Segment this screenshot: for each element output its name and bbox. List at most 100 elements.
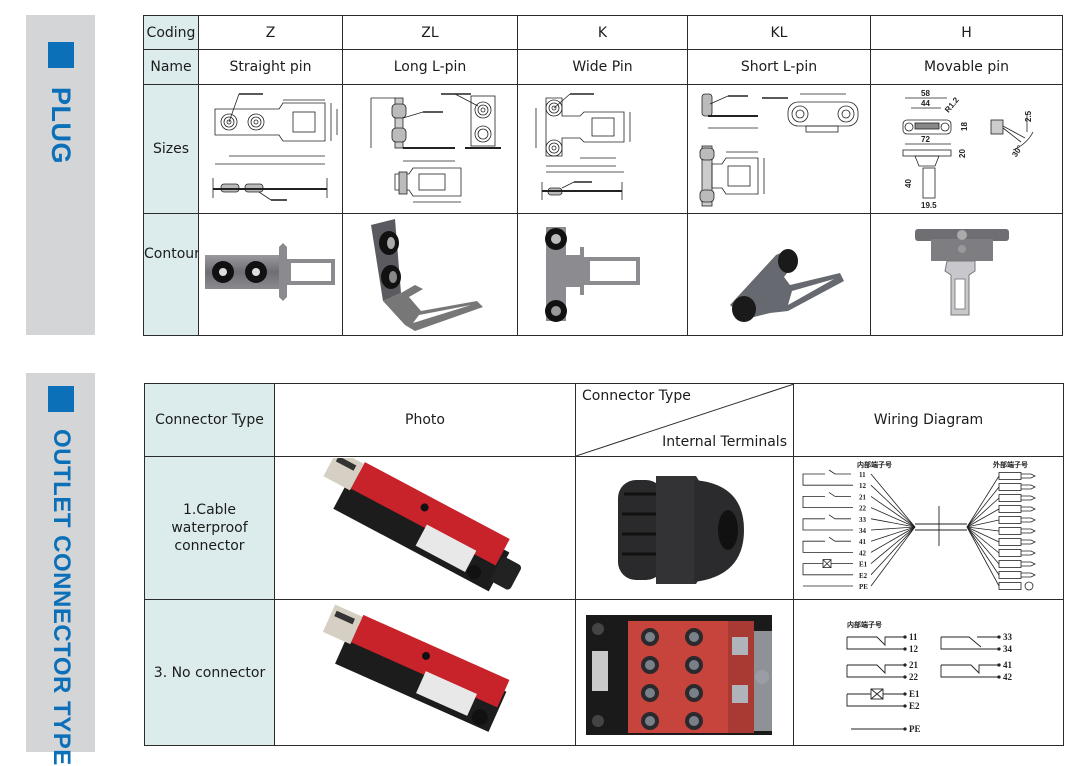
terminal-dot bbox=[902, 647, 907, 651]
name-cell: Movable pin bbox=[870, 49, 1063, 85]
external-terminal-icon bbox=[998, 527, 1021, 535]
outlet-connector-table: Connector Type Photo Connector Type Inte… bbox=[144, 383, 1064, 746]
solenoid-cross bbox=[822, 559, 831, 568]
cable-wire bbox=[870, 496, 915, 528]
pin-icon bbox=[1020, 506, 1036, 512]
row-label-name: Name bbox=[143, 49, 199, 85]
terminal-label: 21 bbox=[909, 660, 919, 670]
internal-terminal-header: 内部端子号 bbox=[847, 620, 882, 629]
cable-wire bbox=[870, 484, 915, 528]
terminal-dot bbox=[996, 635, 1001, 639]
terminal-screw-head bbox=[645, 660, 655, 670]
header-diagonal-cell: Connector Type Internal Terminals bbox=[575, 383, 794, 457]
solenoid-cross bbox=[870, 688, 883, 700]
svg-text:72: 72 bbox=[921, 135, 930, 144]
pin-icon bbox=[1020, 495, 1036, 501]
long-l-pin-photo-icon bbox=[371, 218, 483, 331]
external-terminal-icon bbox=[998, 571, 1021, 579]
terminal-label: E1 bbox=[859, 561, 868, 569]
safety-switch-photo-icon bbox=[322, 604, 510, 732]
header-photo: Photo bbox=[274, 383, 576, 457]
terminal-screw-head bbox=[689, 688, 699, 698]
terminal-dot bbox=[996, 647, 1001, 651]
terminal-label: E1 bbox=[909, 689, 920, 699]
terminal-dot bbox=[902, 635, 907, 639]
coding-cell: KL bbox=[687, 15, 871, 50]
switch-contact bbox=[802, 469, 853, 486]
external-terminal-icon bbox=[998, 505, 1021, 513]
outlet-section-band: OUTLET CONNECTOR TYPE bbox=[26, 373, 95, 766]
contour-cell bbox=[870, 213, 1063, 336]
terminal-label: 21 bbox=[859, 493, 867, 501]
external-terminal-icon bbox=[998, 549, 1021, 557]
coding-cell: ZL bbox=[342, 15, 518, 50]
terminal-label: 12 bbox=[909, 644, 919, 654]
plug-spec-table: Coding Z ZL K KL H Name Straight pin Lon… bbox=[143, 15, 1063, 336]
svg-text:20: 20 bbox=[958, 148, 967, 157]
contact-wire bbox=[940, 637, 999, 650]
pin-icon bbox=[1020, 539, 1036, 545]
wide-pin-dimension-drawing-icon bbox=[535, 92, 631, 200]
ring-terminal-icon bbox=[1024, 581, 1033, 591]
external-terminal-icon bbox=[998, 472, 1021, 480]
switch-contact bbox=[802, 536, 853, 553]
sizes-cell bbox=[687, 84, 871, 214]
cable-wire bbox=[966, 497, 999, 528]
terminal-dot bbox=[902, 704, 907, 708]
cable-wire bbox=[870, 526, 915, 542]
terminal-dot bbox=[902, 675, 907, 679]
contact-wire bbox=[846, 665, 905, 678]
sizes-row: Sizes bbox=[143, 84, 1063, 214]
svg-text:58: 58 bbox=[921, 89, 930, 98]
name-cell: Short L-pin bbox=[687, 49, 871, 85]
photo-cell bbox=[274, 456, 576, 600]
svg-text:2.5: 2.5 bbox=[1024, 110, 1033, 122]
coding-cell: K bbox=[517, 15, 688, 50]
contour-cell bbox=[687, 213, 871, 336]
header-diagonal-bottom: Internal Terminals bbox=[662, 434, 787, 450]
nc-contact bbox=[846, 664, 905, 675]
external-terminal-icon bbox=[998, 483, 1021, 491]
section-marker-square-icon bbox=[48, 42, 74, 68]
name-cell: Straight pin bbox=[198, 49, 343, 85]
nc-contact bbox=[940, 664, 999, 675]
terminal-label: 34 bbox=[859, 527, 867, 535]
terminal-label: E2 bbox=[909, 701, 920, 711]
terminal-screw-head bbox=[689, 632, 699, 642]
pin-icon bbox=[1020, 484, 1036, 490]
header-diagonal-top: Connector Type bbox=[582, 388, 691, 404]
terminal-dot bbox=[902, 727, 907, 731]
row-label-coding: Coding bbox=[143, 15, 199, 50]
plug-section-band: PLUG bbox=[26, 15, 95, 335]
long-l-pin-dimension-drawing-icon bbox=[370, 92, 501, 202]
header-connector-type: Connector Type bbox=[144, 383, 275, 457]
terminal-label: 22 bbox=[909, 672, 919, 682]
movable-pin-photo-icon bbox=[915, 228, 1009, 315]
no-contact bbox=[940, 636, 999, 648]
svg-text:18: 18 bbox=[960, 121, 969, 130]
cable-wire bbox=[870, 473, 915, 528]
pin-icon bbox=[1020, 572, 1036, 578]
terminal-label: PE bbox=[859, 583, 868, 591]
sizes-cell bbox=[517, 84, 688, 214]
short-l-pin-photo-icon bbox=[730, 248, 844, 322]
cable-wire bbox=[966, 519, 999, 528]
sizes-cell bbox=[198, 84, 343, 214]
cable-wire bbox=[966, 526, 999, 543]
name-row: Name Straight pin Long L-pin Wide Pin Sh… bbox=[143, 49, 1063, 85]
cable-wire bbox=[966, 526, 999, 554]
terminal-dot bbox=[902, 692, 907, 696]
internal-terminal-block-photo-icon bbox=[586, 615, 772, 735]
cable-wire bbox=[966, 526, 999, 587]
cable-wire bbox=[966, 475, 999, 528]
row-label-sizes: Sizes bbox=[143, 84, 199, 214]
external-terminal-icon bbox=[998, 538, 1021, 546]
plug-section-title: PLUG bbox=[46, 87, 76, 165]
terminal-label: 33 bbox=[859, 516, 867, 524]
coding-cell: Z bbox=[198, 15, 343, 50]
wide-pin-photo-icon bbox=[545, 226, 640, 322]
terminal-label: 11 bbox=[859, 471, 866, 479]
